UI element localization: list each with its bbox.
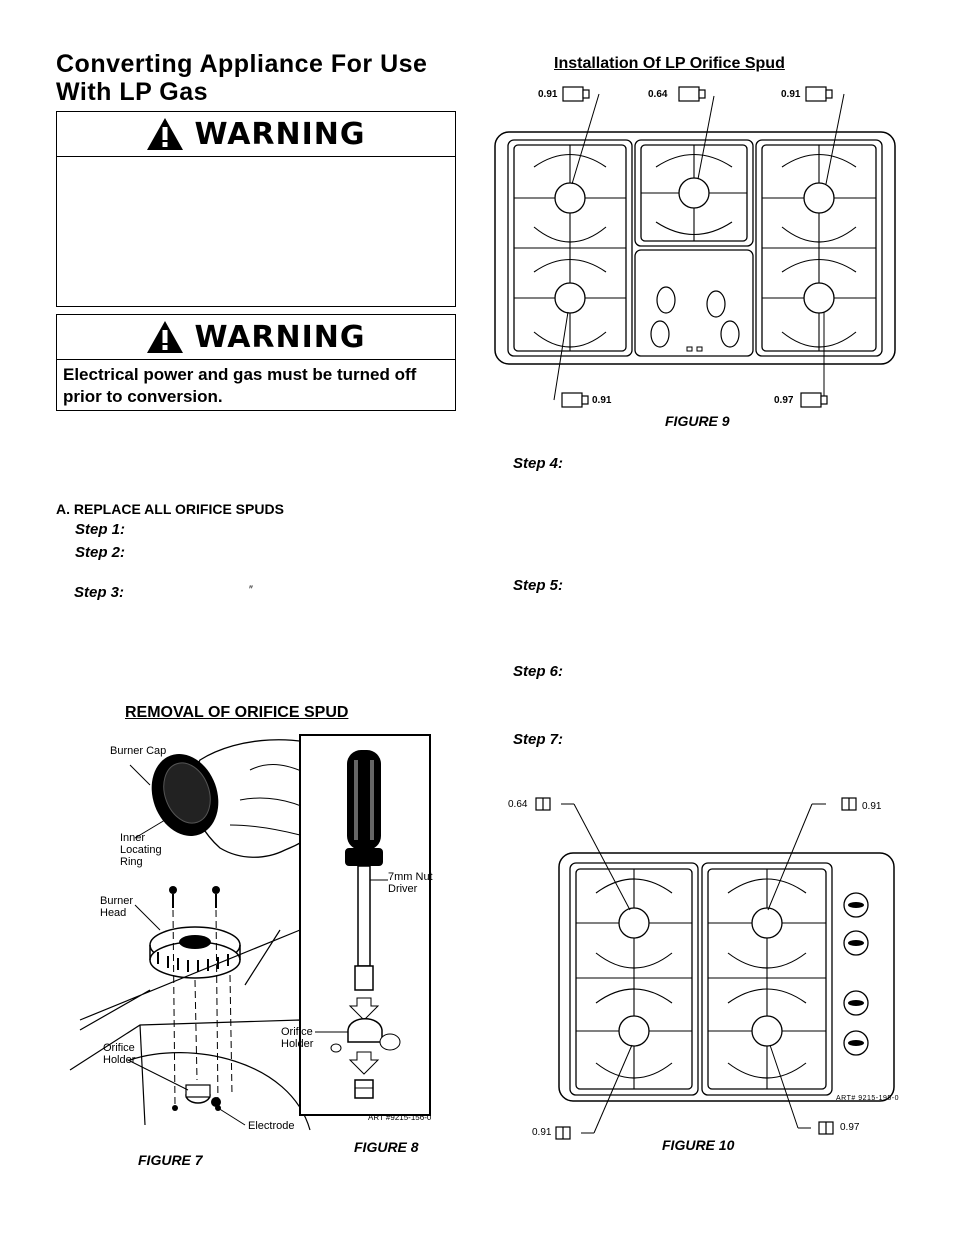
label-orifice-holder-fig8: Orifice Holder [281, 1026, 314, 1050]
step-4: Step 4: [513, 455, 564, 472]
fig10-spud-top-left: 0.64 [508, 799, 528, 810]
label-electrode: Electrode [248, 1120, 295, 1132]
warning-heading: WARNING [194, 116, 366, 152]
step-7: Step 7: [513, 731, 564, 748]
figure9-title: Installation Of LP Orifice Spud [554, 55, 785, 72]
figure8-art-number: ART #9215-156-0 [368, 1113, 432, 1122]
fig9-spud-top-right: 0.91 [781, 89, 801, 100]
label-burner-head: Burner Head [100, 895, 134, 919]
label-inner-locating-ring: Inner Locating Ring [120, 832, 162, 868]
fig9-spud-bottom-left: 0.91 [592, 395, 612, 406]
figure10-art-number: ART# 9215-195-0 [836, 1095, 900, 1102]
warning-box-2: WARNING Electrical power and gas must be… [56, 314, 456, 411]
warning-triangle-icon [147, 321, 184, 353]
warning-body [57, 157, 455, 165]
warning-header: WARNING [57, 112, 455, 157]
page-title-line1: Converting Appliance For Use [56, 50, 428, 78]
step-6: Step 6: [513, 663, 564, 680]
step-3: Step 3: [74, 584, 125, 601]
fig9-spud-bottom-right: 0.97 [774, 395, 794, 406]
fig10-spud-bottom-left: 0.91 [532, 1127, 552, 1138]
label-orifice-holder-fig7: Orifice Holder [103, 1042, 136, 1066]
step-2: Step 2: [75, 544, 126, 561]
label-nut-driver: 7mm Nut Driver [388, 871, 433, 895]
figure9-cooktop [494, 86, 896, 408]
figure9-caption: FIGURE 9 [665, 413, 730, 429]
step-5: Step 5: [513, 577, 564, 594]
section-a-heading: A. REPLACE ALL ORIFICE SPUDS [56, 501, 284, 517]
fig9-spud-top-center: 0.64 [648, 89, 668, 100]
figure10-caption: FIGURE 10 [662, 1137, 735, 1153]
figure7-illustration [69, 734, 431, 1131]
warning-triangle-icon [147, 118, 184, 150]
figure7-title: REMOVAL OF ORIFICE SPUD [125, 704, 349, 721]
label-burner-cap: Burner Cap [110, 745, 167, 757]
step-3-mark: ″ [249, 584, 253, 596]
warning-body: Electrical power and gas must be turned … [63, 365, 417, 406]
fig9-spud-top-left: 0.91 [538, 89, 558, 100]
warning-header: WARNING [57, 315, 455, 360]
page-title: Converting Appliance For Use With LP Gas [56, 50, 427, 106]
warning-heading: WARNING [194, 319, 366, 355]
step-1: Step 1: [75, 521, 126, 538]
fig10-spud-top-right: 0.91 [862, 801, 882, 812]
figure8-caption: FIGURE 8 [354, 1139, 419, 1155]
figure7-caption: FIGURE 7 [138, 1152, 203, 1168]
fig10-spud-bottom-right: 0.97 [840, 1122, 860, 1133]
page-title-line2: With LP Gas [56, 78, 209, 106]
warning-box-1: WARNING [56, 111, 456, 307]
figure10-cooktop [535, 797, 895, 1140]
